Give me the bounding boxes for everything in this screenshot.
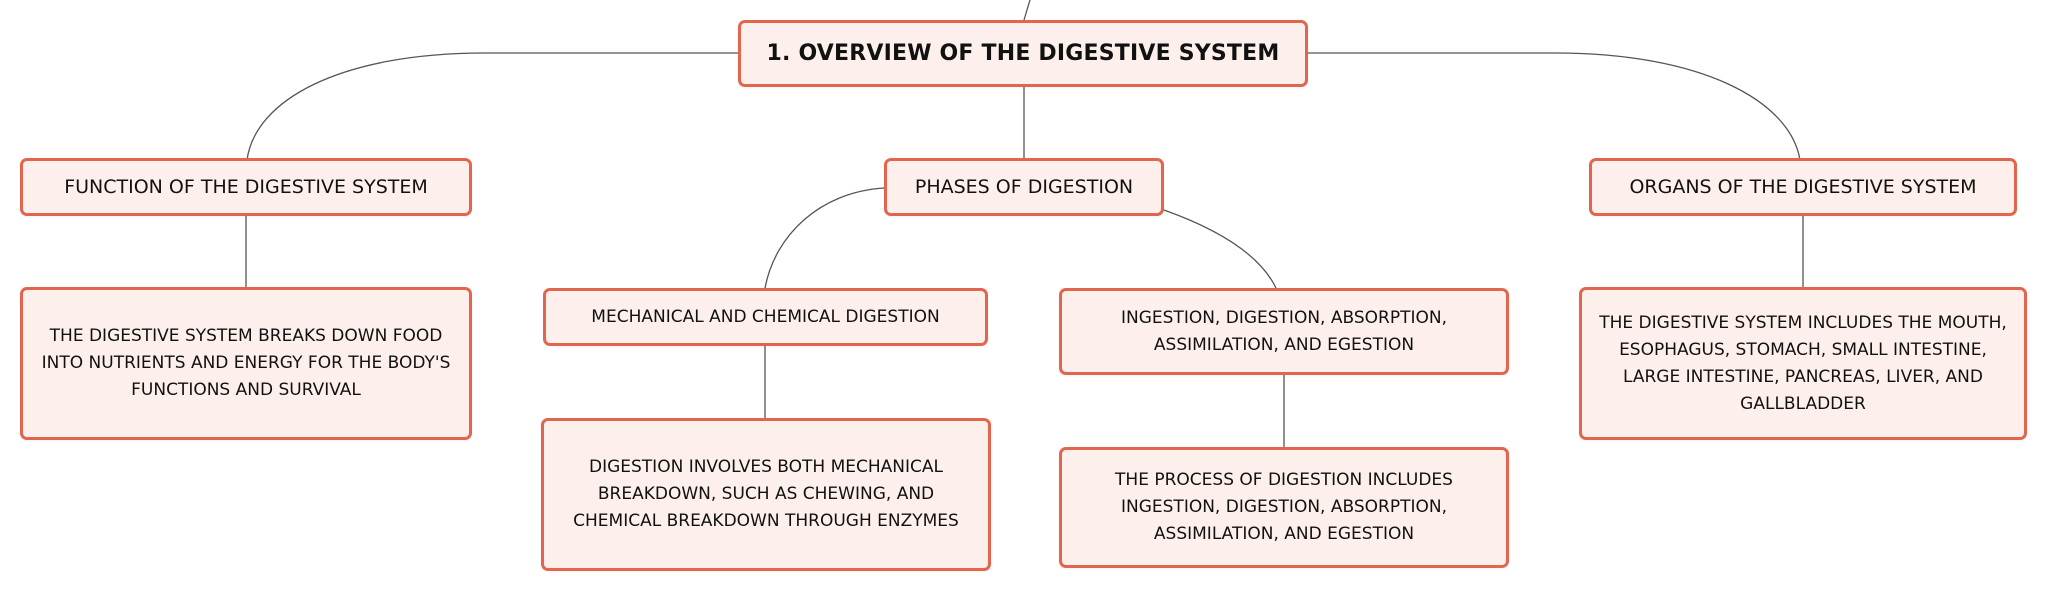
ingestion-phases-node[interactable]: INGESTION, DIGESTION, ABSORPTION, ASSIMI… (1059, 288, 1509, 375)
organs-detail-node[interactable]: THE DIGESTIVE SYSTEM INCLUDES THE MOUTH,… (1579, 287, 2027, 440)
mechanical-chemical-node[interactable]: MECHANICAL AND CHEMICAL DIGESTION (543, 288, 988, 346)
connector-root-to-organs (1308, 52, 1801, 161)
root-node[interactable]: 1. OVERVIEW OF THE DIGESTIVE SYSTEM (738, 20, 1308, 87)
connector-phases-to-mechanical (764, 187, 885, 289)
ingestion-detail-node[interactable]: THE PROCESS OF DIGESTION INCLUDES INGEST… (1059, 447, 1509, 568)
function-detail-node[interactable]: THE DIGESTIVE SYSTEM BREAKS DOWN FOOD IN… (20, 287, 472, 440)
mechanical-detail-node[interactable]: DIGESTION INVOLVES BOTH MECHANICAL BREAK… (541, 418, 991, 571)
phases-node[interactable]: PHASES OF DIGESTION (884, 158, 1164, 216)
function-node[interactable]: FUNCTION OF THE DIGESTIVE SYSTEM (20, 158, 472, 216)
connector-phases-to-ingestion (1163, 209, 1277, 289)
connector-root-to-function (246, 52, 738, 161)
connector-parent-to-root (1023, 0, 1031, 21)
organs-node[interactable]: ORGANS OF THE DIGESTIVE SYSTEM (1589, 158, 2017, 216)
